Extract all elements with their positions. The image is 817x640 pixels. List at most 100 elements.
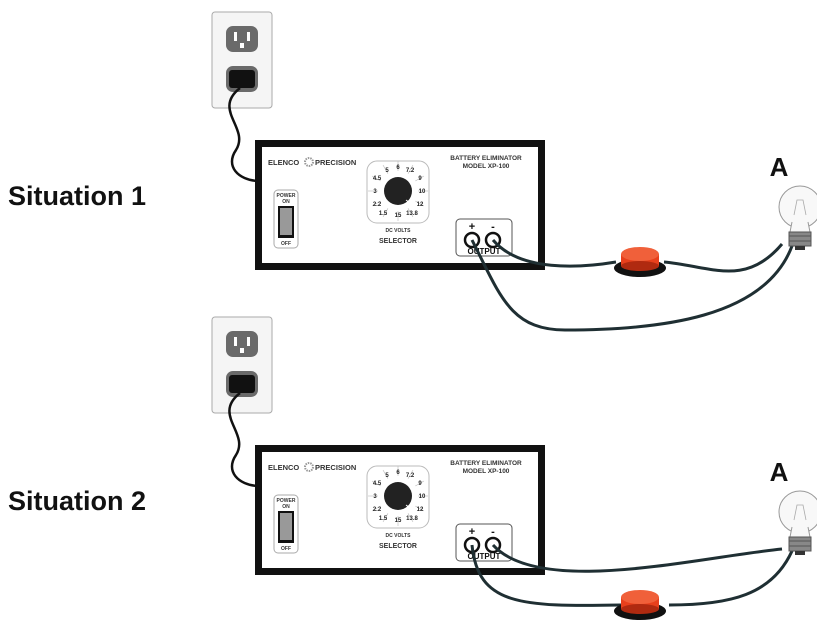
wire-negative-to-switch [491, 239, 617, 268]
dial-value: 10 [419, 189, 426, 195]
dial-value: 3 [373, 189, 377, 195]
model-title: BATTERY ELIMINATOR [450, 155, 522, 162]
dc-volts-label: DC VOLTS [386, 228, 412, 234]
power-cord [228, 87, 259, 183]
bulb-tip [795, 246, 805, 250]
dial-value: 13.8 [406, 516, 418, 522]
brand-left: ELENCO [268, 463, 299, 472]
dial-value: 13.8 [406, 211, 418, 217]
dial-tick [407, 164, 414, 174]
wall-outlet [211, 11, 273, 109]
outlet-socket [226, 26, 258, 52]
wire-switch-to-bulb [663, 243, 784, 273]
on-label: ON [282, 504, 290, 510]
dial-value: 1.5 [379, 516, 388, 522]
dial-value: 1.5 [379, 211, 388, 217]
dial-tick [382, 513, 389, 523]
brand-right: PRECISION [315, 158, 356, 167]
light-bulb-a [778, 490, 817, 555]
wire-negative-to-bulb [491, 543, 783, 573]
dial-tick [415, 505, 425, 512]
dial-tick [371, 200, 381, 207]
model-number: MODEL XP-100 [463, 468, 510, 475]
dial-tick [371, 175, 381, 182]
model-title: BATTERY ELIMINATOR [450, 460, 522, 467]
situation-label: Situation 2 [8, 486, 146, 516]
dial-tick [415, 200, 425, 207]
dial-value: 10 [419, 494, 426, 500]
outlet-socket [226, 331, 258, 357]
knob-indicator [405, 504, 411, 509]
bulb-label: A [770, 457, 789, 487]
model-number: MODEL XP-100 [463, 163, 510, 170]
bulb-glass [778, 185, 817, 229]
bulb-label: A [770, 152, 789, 182]
power-switch[interactable]: POWER ON OFF [273, 189, 299, 249]
dial-tick [382, 469, 389, 479]
dial-value: 9 [418, 481, 422, 487]
dc-volts-label: DC VOLTS [386, 533, 412, 539]
battery-eliminator: ELENCO PRECISION BATTERY ELIMINATOR MODE… [255, 140, 545, 270]
push-button-switch[interactable] [614, 247, 666, 277]
dial-value: 2.2 [373, 507, 382, 513]
dial-value: 2.2 [373, 202, 382, 208]
selector-knob [384, 482, 412, 510]
filament [793, 199, 807, 216]
output-label: OUTPUT [468, 247, 501, 256]
situation-label: Situation 1 [8, 181, 146, 211]
bulb-glass [778, 490, 817, 534]
rocker [280, 513, 292, 540]
dial-value: 4.5 [373, 481, 382, 487]
dial-value: 12 [417, 507, 424, 513]
dial-tick [415, 175, 425, 182]
dial-tick [382, 164, 389, 174]
power-label: POWER [277, 193, 296, 199]
rocker [280, 208, 292, 235]
off-label: OFF [281, 241, 291, 247]
power-label: POWER [277, 498, 296, 504]
light-bulb-a [778, 185, 817, 250]
wall-outlet [211, 316, 273, 414]
brand-right: PRECISION [315, 463, 356, 472]
wire-switch-to-bulb [668, 550, 794, 607]
minus-label: - [491, 526, 495, 538]
battery-eliminator: ELENCO PRECISION BATTERY ELIMINATOR MODE… [255, 445, 545, 575]
brand-left: ELENCO [268, 158, 299, 167]
plug [229, 375, 255, 393]
dial-value: 7.2 [406, 473, 415, 479]
bulb-base [788, 536, 812, 552]
bulb-tip [795, 551, 805, 555]
power-switch[interactable]: POWER ON OFF [273, 494, 299, 554]
dial-tick [382, 208, 389, 218]
wire-positive-to-bulb [470, 239, 794, 332]
situation-2: Situation 2 ELENCO PRECISION BATTERY ELI… [8, 316, 817, 620]
logo-gear-icon [304, 157, 314, 167]
dial-value: 6 [396, 470, 400, 476]
minus-label: - [491, 221, 495, 233]
dial-value: 15 [395, 518, 402, 524]
selector-label: SELECTOR [379, 543, 417, 550]
knob-indicator [405, 199, 411, 204]
dial-tick [407, 469, 414, 479]
dial-value: 12 [417, 202, 424, 208]
filament [793, 504, 807, 521]
dial-value: 9 [418, 176, 422, 182]
plug [229, 70, 255, 88]
dial-tick [407, 513, 414, 523]
push-button-switch[interactable] [614, 590, 666, 620]
dial-value: 5 [385, 168, 389, 174]
plus-label: + [469, 221, 475, 233]
logo-gear-icon [304, 462, 314, 472]
power-cord [228, 392, 259, 488]
wire-positive-to-switch [470, 544, 622, 607]
dial-value: 3 [373, 494, 377, 500]
dial-value: 4.5 [373, 176, 382, 182]
dial-value: 7.2 [406, 168, 415, 174]
plus-label: + [469, 526, 475, 538]
dial-tick [415, 480, 425, 487]
bulb-base [788, 231, 812, 247]
off-label: OFF [281, 546, 291, 552]
